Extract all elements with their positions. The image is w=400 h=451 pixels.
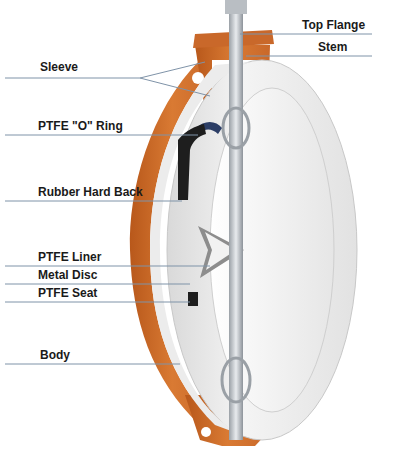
part-label: PTFE Liner (38, 250, 101, 264)
part-label: PTFE Seat (38, 286, 97, 300)
part-label: Top Flange (302, 18, 365, 32)
part-label: PTFE "O" Ring (38, 119, 123, 133)
part-label: Stem (318, 40, 347, 54)
part-label: Rubber Hard Back (38, 185, 143, 199)
part-label: Body (40, 348, 70, 362)
part-label: Metal Disc (38, 268, 97, 282)
part-label: Sleeve (40, 60, 78, 74)
